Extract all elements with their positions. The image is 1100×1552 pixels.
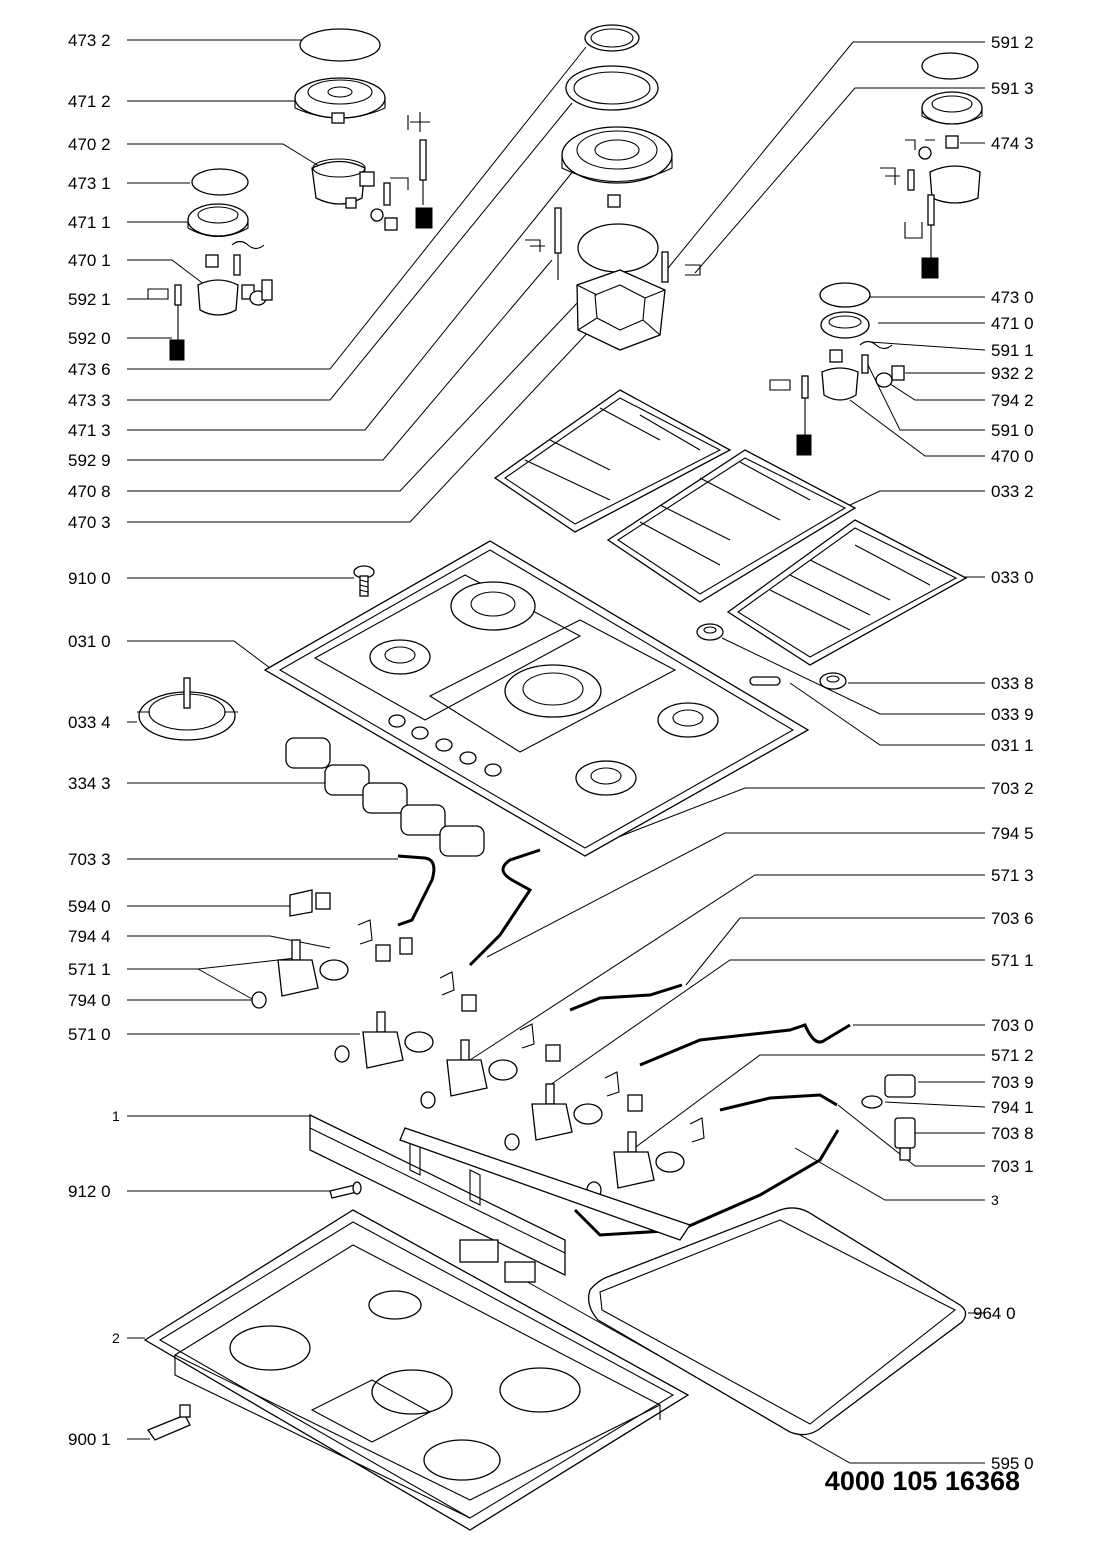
label-l13: 470 8 bbox=[68, 482, 111, 501]
label-r15: 031 1 bbox=[991, 736, 1034, 755]
connectors-703-9-703-8 bbox=[861, 1074, 916, 1161]
burner-cup-470-2 bbox=[311, 112, 433, 231]
gas-inlet-pipe-3 bbox=[399, 1127, 692, 1241]
burner-cap-right-top bbox=[880, 52, 983, 279]
label-r23: 703 9 bbox=[991, 1073, 1034, 1092]
burner-crown-471-1 bbox=[187, 203, 249, 237]
label-l27: 2 bbox=[112, 1330, 120, 1346]
label-l6: 470 1 bbox=[68, 251, 111, 270]
label-r29: 595 0 bbox=[991, 1454, 1034, 1473]
seal-ring-473-6 bbox=[584, 24, 640, 52]
label-l3: 470 2 bbox=[68, 135, 111, 154]
label-r4: 473 0 bbox=[991, 288, 1034, 307]
label-r2: 591 3 bbox=[991, 79, 1034, 98]
burner-cap-473-1 bbox=[191, 168, 249, 196]
label-r20: 571 1 bbox=[991, 951, 1034, 970]
label-l7: 592 1 bbox=[68, 290, 111, 309]
label-r25: 703 8 bbox=[991, 1124, 1034, 1143]
label-r22: 571 2 bbox=[991, 1046, 1034, 1065]
label-r21: 703 0 bbox=[991, 1016, 1034, 1035]
label-r3: 474 3 bbox=[991, 134, 1034, 153]
clip-900-1 bbox=[146, 1404, 191, 1441]
hob-top-031-0 bbox=[263, 540, 810, 857]
label-l19: 703 3 bbox=[68, 850, 111, 869]
label-l14: 470 3 bbox=[68, 513, 111, 532]
label-l22: 571 1 bbox=[68, 960, 111, 979]
seal-gasket-964-0 bbox=[587, 1207, 967, 1436]
label-r14: 033 9 bbox=[991, 705, 1034, 724]
callout-labels: 473 2 471 2 470 2 473 1 471 1 470 1 592 … bbox=[68, 31, 1034, 1473]
label-r19: 703 6 bbox=[991, 909, 1034, 928]
burner-crown-471-2 bbox=[294, 77, 386, 119]
burner-cap-473-2 bbox=[299, 28, 381, 62]
label-l4: 473 1 bbox=[68, 174, 111, 193]
label-l12: 592 9 bbox=[68, 451, 111, 470]
label-r12: 033 0 bbox=[991, 568, 1034, 587]
grommets-033-8-033-9 bbox=[696, 623, 847, 690]
screw-912-0 bbox=[329, 1181, 362, 1199]
label-l2: 471 2 bbox=[68, 92, 111, 111]
label-l17: 033 4 bbox=[68, 713, 111, 732]
screw-910-0 bbox=[353, 565, 375, 597]
label-r9: 591 0 bbox=[991, 421, 1034, 440]
label-l23: 794 0 bbox=[68, 991, 111, 1010]
label-r5: 471 0 bbox=[991, 314, 1034, 333]
clips bbox=[289, 889, 705, 1143]
crown-471-3 bbox=[561, 126, 673, 184]
label-l9: 473 6 bbox=[68, 360, 111, 379]
gas-pipes bbox=[397, 848, 851, 1237]
burner-right-middle bbox=[769, 282, 905, 456]
wok-ring-033-4 bbox=[137, 677, 238, 741]
label-r10: 470 0 bbox=[991, 447, 1034, 466]
pan-support-033-0-right bbox=[726, 519, 968, 666]
burner-cup-470-1 bbox=[147, 240, 273, 361]
control-knobs-334-3 bbox=[285, 737, 485, 857]
label-r16: 703 2 bbox=[991, 779, 1034, 798]
parts-illustration bbox=[137, 24, 983, 1531]
label-l18: 334 3 bbox=[68, 774, 111, 793]
base-tray-2 bbox=[143, 1209, 690, 1531]
document-number: 4000 105 16368 bbox=[825, 1466, 1020, 1496]
label-r6: 591 1 bbox=[991, 341, 1034, 360]
label-l20: 594 0 bbox=[68, 897, 111, 916]
label-r17: 794 5 bbox=[991, 824, 1034, 843]
label-r26: 703 1 bbox=[991, 1157, 1034, 1176]
label-l11: 471 3 bbox=[68, 421, 111, 440]
pan-support-033-2-center bbox=[606, 449, 857, 603]
label-r28: 964 0 bbox=[973, 1304, 1016, 1323]
label-r7: 932 2 bbox=[991, 364, 1034, 383]
label-l25: 1 bbox=[112, 1108, 120, 1124]
label-l26: 912 0 bbox=[68, 1182, 111, 1201]
label-r27: 3 bbox=[991, 1192, 999, 1208]
label-r18: 571 3 bbox=[991, 866, 1034, 885]
label-r13: 033 8 bbox=[991, 674, 1034, 693]
cap-473-3 bbox=[565, 65, 659, 111]
label-l1: 473 2 bbox=[68, 31, 111, 50]
label-l28: 900 1 bbox=[68, 1430, 111, 1449]
label-r8: 794 2 bbox=[991, 391, 1034, 410]
label-l16: 031 0 bbox=[68, 632, 111, 651]
label-r11: 033 2 bbox=[991, 482, 1034, 501]
label-l5: 471 1 bbox=[68, 213, 111, 232]
label-r1: 591 2 bbox=[991, 33, 1034, 52]
label-r24: 794 1 bbox=[991, 1098, 1034, 1117]
label-l24: 571 0 bbox=[68, 1025, 111, 1044]
burner-base-470-3 bbox=[525, 194, 701, 351]
switch-block-595-0 bbox=[459, 1239, 536, 1283]
label-l21: 794 4 bbox=[68, 927, 111, 946]
label-l15: 910 0 bbox=[68, 569, 111, 588]
label-l10: 473 3 bbox=[68, 391, 111, 410]
label-l8: 592 0 bbox=[68, 329, 111, 348]
pan-support-033-2-left bbox=[493, 389, 732, 533]
